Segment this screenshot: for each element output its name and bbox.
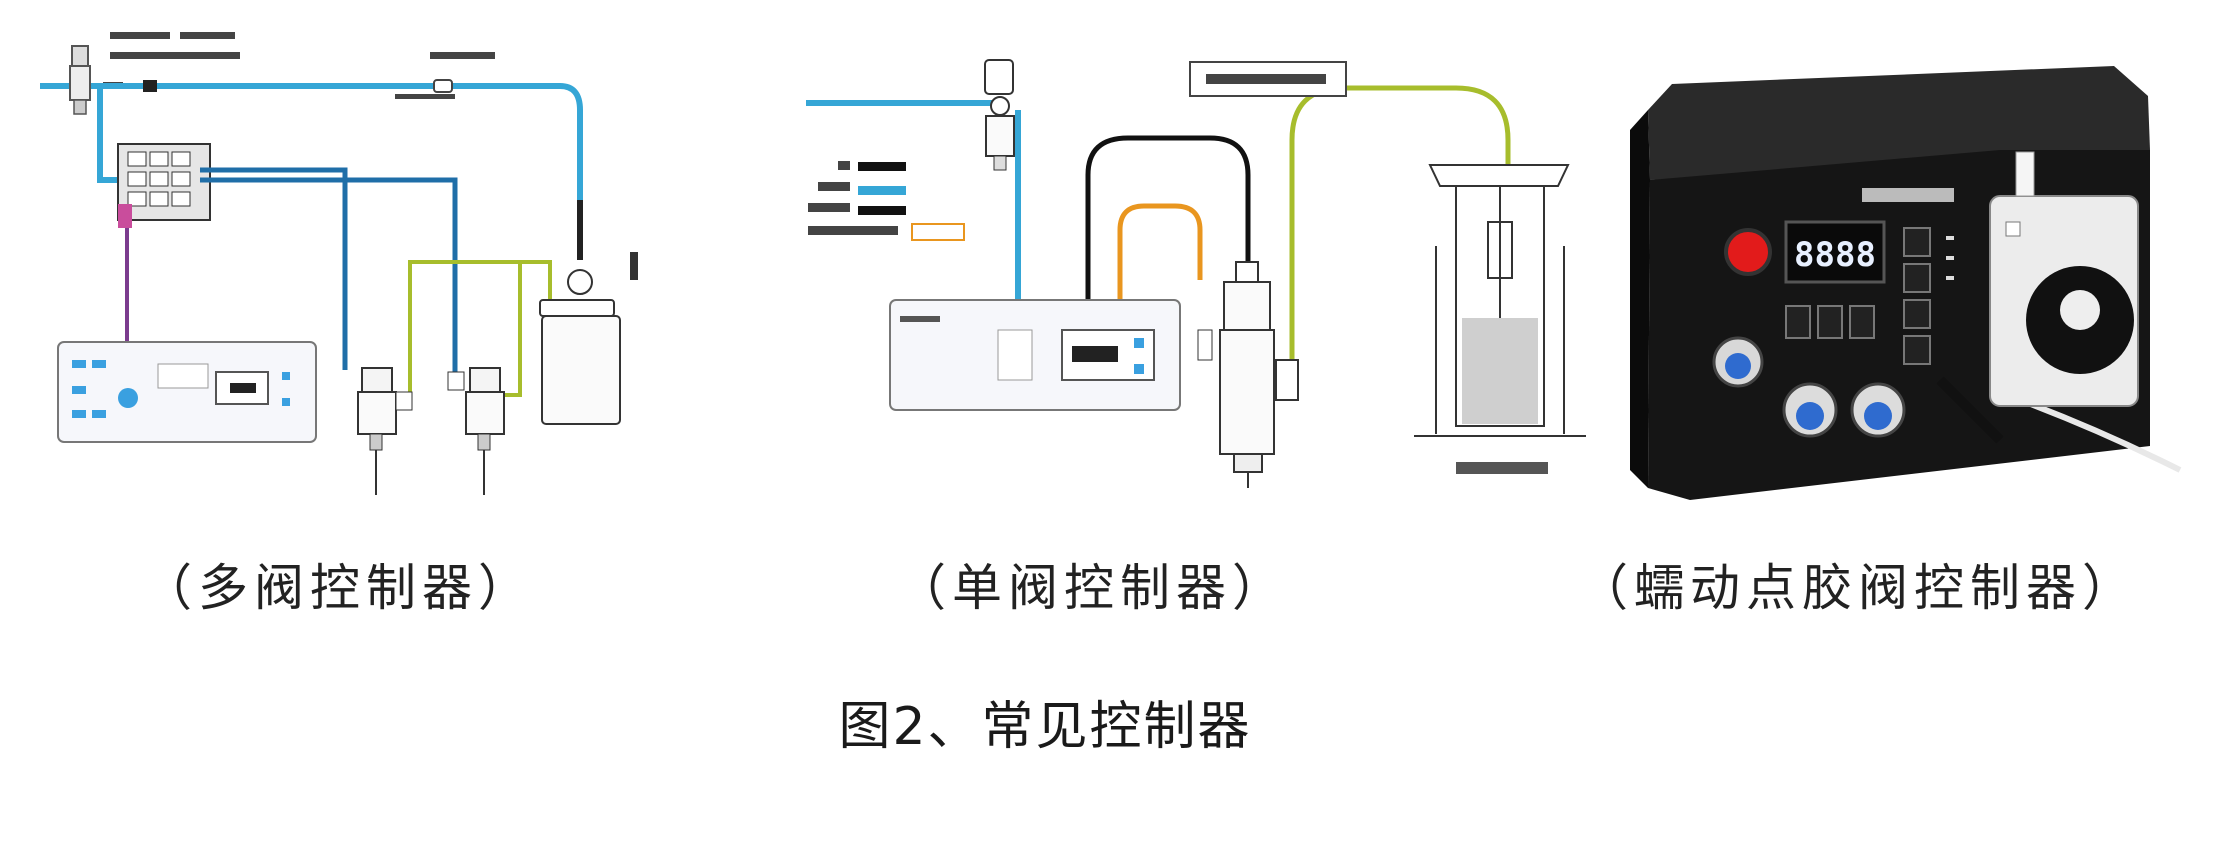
single-dispensing-valve <box>1197 261 1299 488</box>
inline-connector <box>433 79 453 93</box>
tube <box>2018 397 2182 473</box>
input-label-text-illegible <box>1206 74 1326 84</box>
dispensing-valve-1 <box>357 367 413 495</box>
single-valve-panel <box>806 59 1586 488</box>
air-filter <box>69 45 91 115</box>
syringe-barrel <box>1414 164 1586 437</box>
device-side <box>1630 110 1650 488</box>
knob-right <box>1850 382 1906 438</box>
display-value: 8888 <box>1794 235 1876 275</box>
multi-valve-controller <box>57 341 317 443</box>
brand-text-illegible <box>1862 188 1954 202</box>
dispensing-valve-2 <box>447 367 505 495</box>
solenoid-manifold <box>117 143 211 228</box>
glue-line-2 <box>500 260 550 397</box>
figure-title: 图2、常见控制器 <box>838 697 1252 757</box>
caption-multi-valve: （多阀控制器） <box>142 559 534 617</box>
caption-single-valve: （单阀控制器） <box>896 559 1288 617</box>
knob-left <box>1712 336 1764 388</box>
signal-line-1 <box>200 167 348 370</box>
caption-peristaltic: （蠕动点胶阀控制器） <box>1578 559 2138 617</box>
knob-middle <box>1782 382 1838 438</box>
multi-valve-panel <box>40 32 638 495</box>
signal-line-2 <box>200 177 458 375</box>
glue-line-1 <box>408 260 552 395</box>
single-valve-controller <box>889 299 1181 411</box>
digital-display <box>1784 220 1886 284</box>
peristaltic-panel: 8888 <box>1630 66 2182 500</box>
pump-head <box>1989 151 2139 407</box>
glue-tank <box>539 252 638 425</box>
pressure-gauge <box>567 269 593 295</box>
syringe-label-illegible <box>1456 462 1548 474</box>
inline-connector-2 <box>143 80 157 92</box>
trigger-line <box>1117 203 1203 300</box>
cable <box>1936 376 2004 444</box>
power-button <box>1724 228 1772 276</box>
black-cable <box>1085 135 1251 300</box>
status-leds <box>1946 236 1954 280</box>
mode-buttons <box>1785 227 1931 365</box>
glue-line <box>1289 85 1511 370</box>
filter-regulator <box>984 59 1015 171</box>
line-legend <box>808 161 965 241</box>
